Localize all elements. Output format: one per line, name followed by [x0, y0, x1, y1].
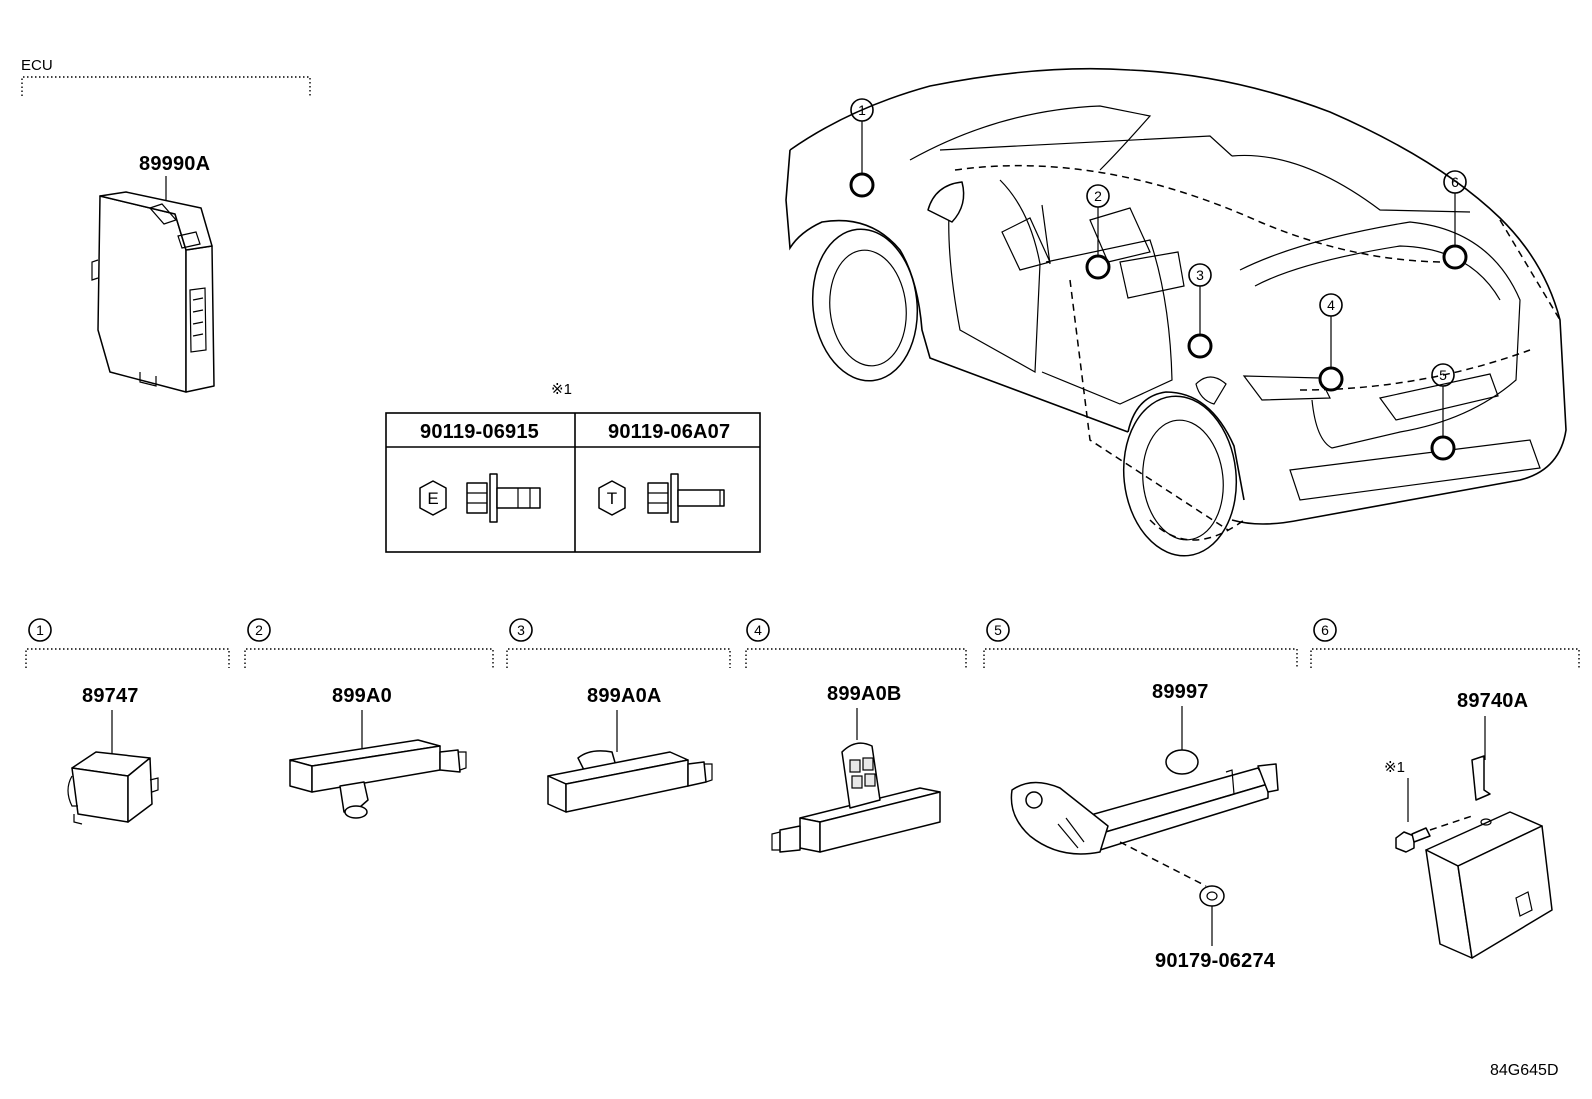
rear-wheel [1122, 395, 1238, 557]
hex-head-t-icon [598, 480, 626, 516]
clip-dashed-guide [1119, 841, 1207, 887]
group-4-part: 899A0B [771, 683, 941, 853]
location-marker-1 [849, 172, 875, 198]
group-6-note-mark: ※1 [1384, 759, 1405, 776]
svg-text:3: 3 [1196, 267, 1204, 283]
antenna-899A0-illustration[interactable] [289, 739, 467, 819]
module-89740A-illustration[interactable] [1425, 755, 1553, 959]
group-headers: 1 2 3 4 5 6 [25, 618, 1580, 668]
part-number-90119-06915[interactable]: 90119-06915 [420, 421, 539, 443]
vehicle-callout-6[interactable]: 6 [1442, 170, 1468, 270]
vehicle-callout-1[interactable]: 1 [849, 98, 875, 198]
group-3-part: 899A0A [547, 685, 713, 813]
ecu-group-label: ECU [21, 57, 53, 74]
svg-text:2: 2 [255, 622, 263, 638]
ecu-group: ECU 89990A [21, 57, 311, 393]
svg-text:6: 6 [1321, 622, 1329, 638]
bolt-e-illustration[interactable]: E [419, 473, 541, 523]
antenna-89997-illustration[interactable] [1010, 749, 1279, 855]
group-1-header: 1 [25, 618, 230, 668]
antenna-899A0A-illustration[interactable] [547, 750, 713, 813]
antenna-899A0B-illustration[interactable] [771, 742, 941, 853]
group-6-part: 89740A ※1 [1384, 690, 1553, 959]
bolt-t-marking: T [607, 489, 617, 508]
clip-90179-06274-illustration[interactable] [1199, 885, 1225, 907]
group-5-part: 89997 90179-06274 [1010, 681, 1279, 972]
part-number-89990A[interactable]: 89990A [139, 153, 210, 175]
bolt-e-marking: E [427, 489, 438, 508]
bolt-t-illustration[interactable]: T [598, 473, 725, 523]
svg-text:2: 2 [1094, 188, 1102, 204]
part-number-90119-06A07[interactable]: 90119-06A07 [608, 421, 730, 443]
svg-text:1: 1 [36, 622, 44, 638]
vehicle-callout-3[interactable]: 3 [1187, 263, 1213, 359]
front-wheel [811, 228, 919, 382]
part-number-90179-06274[interactable]: 90179-06274 [1155, 950, 1276, 972]
svg-text:6: 6 [1451, 174, 1459, 190]
ecu-bracket [21, 76, 311, 96]
part-number-89997[interactable]: 89997 [1152, 681, 1209, 703]
svg-text:4: 4 [754, 622, 762, 638]
group-5-header: 5 [983, 618, 1298, 668]
location-marker-5 [1430, 435, 1456, 461]
bolt-table: ※1 90119-06915 90119-06A07 E T [385, 381, 761, 553]
part-number-89740A[interactable]: 89740A [1457, 690, 1528, 712]
part-number-89747[interactable]: 89747 [82, 685, 139, 707]
group-2-header: 2 [244, 618, 494, 668]
hex-head-e-icon [419, 480, 447, 516]
bolt-dashed-guide [1429, 815, 1473, 831]
sensor-89747-illustration[interactable] [67, 751, 159, 825]
group-4-header: 4 [745, 618, 967, 668]
svg-text:5: 5 [994, 622, 1002, 638]
svg-text:5: 5 [1439, 367, 1447, 383]
ecu-module-illustration[interactable] [91, 191, 215, 393]
location-marker-4 [1318, 366, 1344, 392]
vehicle-callout-5[interactable]: 5 [1430, 363, 1456, 461]
bolt-note-1-illustration[interactable] [1395, 827, 1431, 853]
part-number-899A0A[interactable]: 899A0A [587, 685, 662, 707]
svg-text:3: 3 [517, 622, 525, 638]
group-2-part: 899A0 [289, 685, 467, 819]
group-3-header: 3 [506, 618, 731, 668]
part-number-899A0[interactable]: 899A0 [332, 685, 392, 707]
figure-code: 84G645D [1490, 1062, 1559, 1079]
svg-text:4: 4 [1327, 297, 1335, 313]
vehicle-illustration [785, 67, 1567, 557]
part-number-899A0B[interactable]: 899A0B [827, 683, 902, 705]
bolt-table-note-mark: ※1 [551, 381, 572, 398]
group-1-part: 89747 [67, 685, 159, 825]
location-marker-6 [1442, 244, 1468, 270]
bolt-table-frame [385, 412, 761, 553]
location-marker-2 [1085, 254, 1111, 280]
location-marker-3 [1187, 333, 1213, 359]
vehicle-callout-4[interactable]: 4 [1318, 293, 1344, 392]
vehicle-callout-2[interactable]: 2 [1085, 184, 1111, 280]
group-6-header: 6 [1310, 618, 1580, 668]
vehicle-callouts: 1 2 3 4 5 6 [849, 98, 1468, 461]
svg-text:1: 1 [858, 102, 866, 118]
